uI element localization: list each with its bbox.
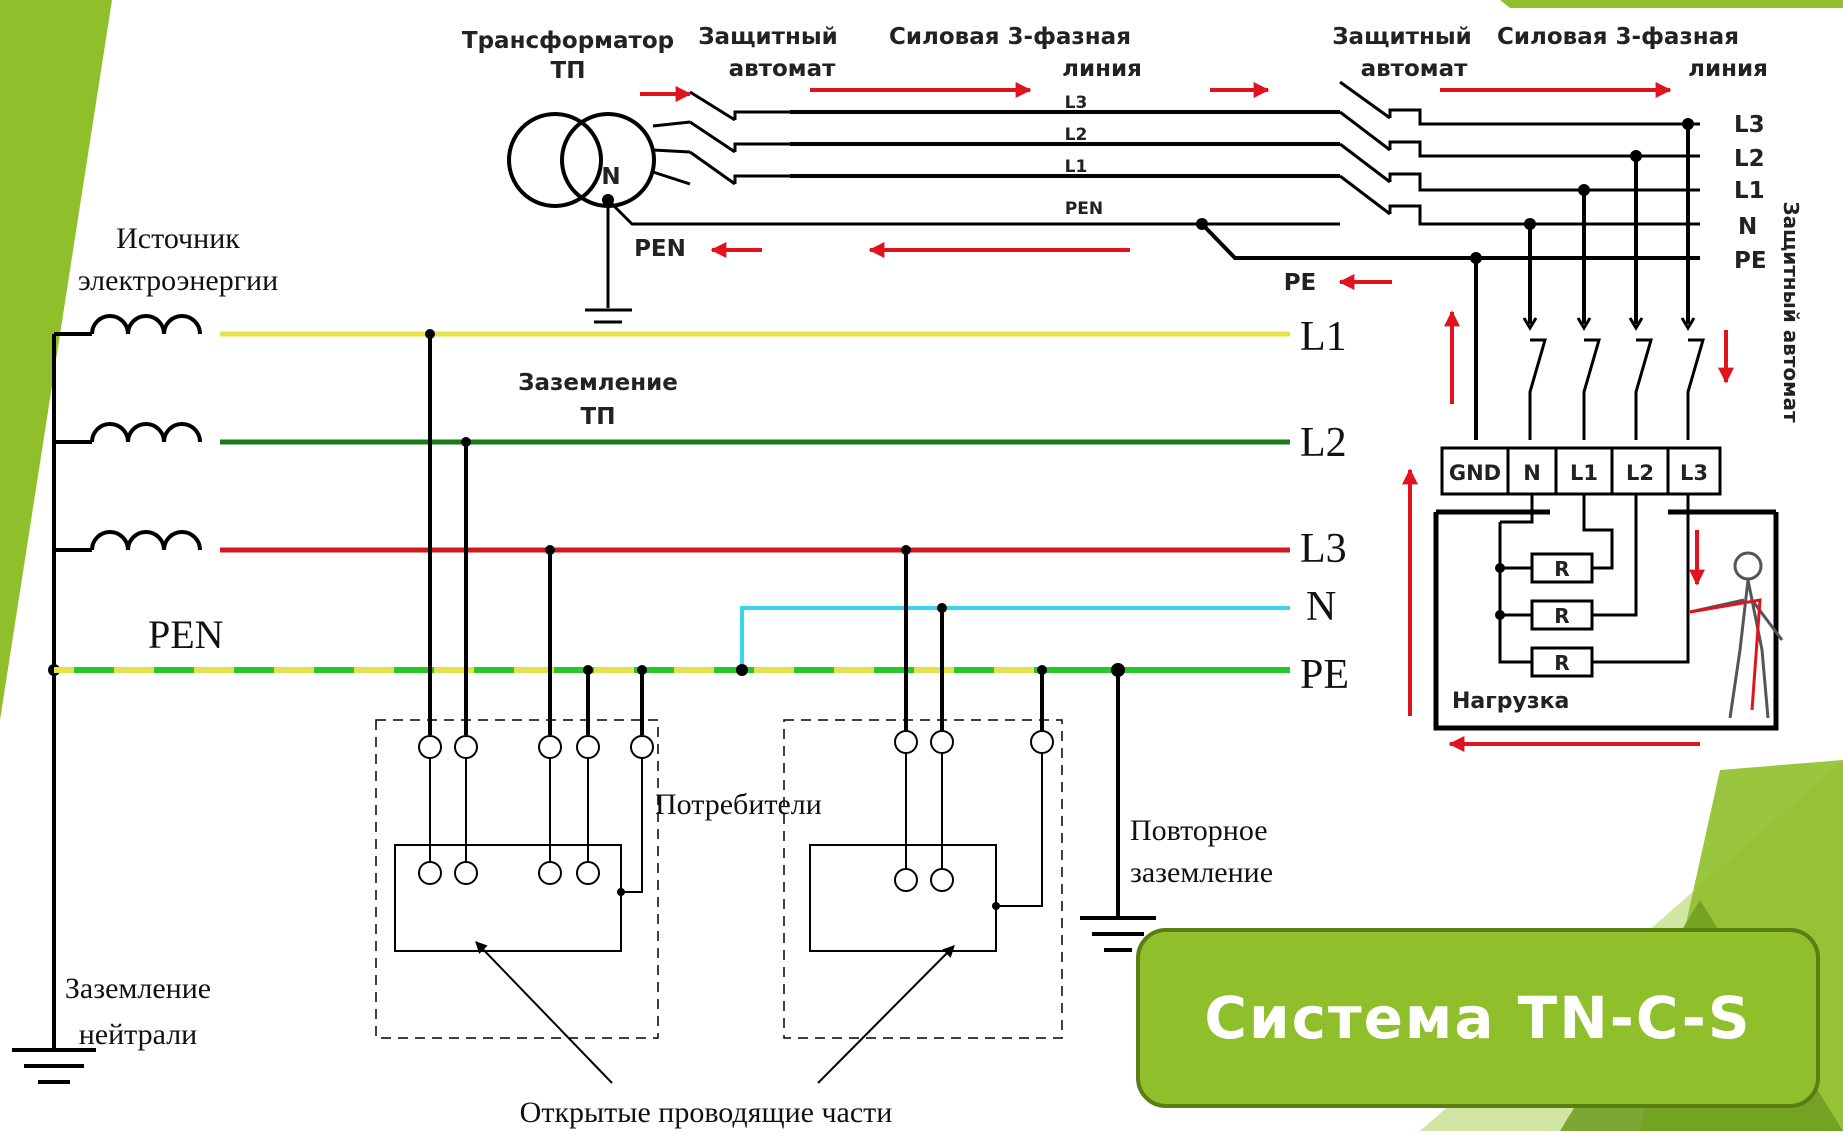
resistor-3-label: R — [1554, 651, 1569, 675]
breaker-1-contacts — [689, 90, 736, 186]
end-l1-label: L1 — [1734, 178, 1765, 204]
terminal-n: N — [1523, 461, 1541, 485]
transformer-label-2: ТП — [551, 58, 586, 84]
bottom-labels: Источник электроэнергии L1 L2 L3 N PE PE… — [65, 222, 1349, 1129]
transformer-winding-1 — [507, 112, 603, 208]
resistor-2-label: R — [1554, 604, 1569, 628]
neutral-ground-label: Заземление — [65, 972, 211, 1005]
system-title-badge: Система TN-C-S — [1136, 928, 1820, 1108]
breaker-2-label-2: автомат — [1361, 56, 1469, 82]
end-l3-label: L3 — [1734, 112, 1765, 138]
top-phase-lines — [790, 110, 1340, 178]
consumer-2 — [783, 545, 1063, 1039]
bottom-diagram — [12, 314, 1290, 1084]
bus-n — [740, 606, 1290, 670]
end-pe-label: PE — [1734, 248, 1767, 274]
re-ground-label-2: заземление — [1130, 856, 1273, 889]
source-windings — [12, 314, 202, 1084]
load-label: Нагрузка — [1452, 689, 1569, 714]
terminal-l1: L1 — [1570, 461, 1598, 485]
wire-pen-label: PEN — [1065, 199, 1103, 219]
tp-ground-label-2: ТП — [581, 404, 616, 430]
pe-branch — [1200, 222, 1700, 260]
re-ground-label: Повторное — [1130, 814, 1268, 847]
bus-l2-label: L2 — [1300, 420, 1347, 466]
top-labels: Трансформатор ТП Защитный автомат Силова… — [462, 24, 1803, 714]
transformer-label: Трансформатор — [462, 28, 674, 54]
consumers-label: Потребители — [655, 788, 822, 821]
pen-return-label: PEN — [634, 236, 686, 262]
line-2-label: Силовая 3-фазная — [1497, 24, 1739, 50]
system-title: Система TN-C-S — [1204, 984, 1752, 1052]
person-figure — [1689, 551, 1784, 719]
breaker-2-contacts — [1339, 80, 1391, 216]
wire-l1-label: L1 — [1065, 157, 1088, 177]
line-2-label-2: линия — [1688, 56, 1768, 82]
breaker-3-contacts — [1522, 317, 1705, 440]
bus-n-label: N — [1306, 584, 1336, 630]
re-ground-symbol — [1080, 663, 1156, 952]
source-label: Источник — [116, 222, 240, 255]
consumer-1 — [375, 329, 659, 1039]
pen-label: PEN — [148, 612, 224, 657]
load-resistors — [1495, 494, 1690, 678]
load-enclosure — [1433, 512, 1779, 731]
current-arrows — [640, 82, 1762, 752]
breaker-1-label: Защитный — [698, 24, 838, 50]
resistor-1-label: R — [1554, 557, 1569, 581]
bus-pe-label: PE — [1300, 652, 1349, 698]
wire-l2-label: L2 — [1065, 125, 1088, 145]
terminal-gnd: GND — [1449, 461, 1501, 485]
terminal-l2: L2 — [1626, 461, 1654, 485]
tp-ground-symbol — [585, 308, 632, 336]
end-n-label: N — [1738, 214, 1757, 240]
open-parts-pointers — [475, 941, 955, 1084]
tp-ground-label: Заземление — [518, 370, 678, 396]
breaker-3-label: Защитный автомат — [1779, 201, 1803, 423]
transformer-winding-2 — [560, 112, 656, 208]
neutral-ground-label-2: нейтрали — [79, 1018, 198, 1051]
bus-l3-label: L3 — [1300, 526, 1347, 572]
neutral-ground-symbol — [12, 1048, 96, 1084]
breaker-1-label-2: автомат — [729, 56, 837, 82]
line-1-label-2: линия — [1062, 56, 1142, 82]
bus-l1-label: L1 — [1300, 314, 1347, 360]
terminal-l3: L3 — [1680, 461, 1708, 485]
end-l2-label: L2 — [1734, 146, 1765, 172]
line-1-label: Силовая 3-фазная — [889, 24, 1131, 50]
pe-return-label: PE — [1284, 270, 1317, 296]
breaker-2-label: Защитный — [1332, 24, 1472, 50]
top-diagram — [507, 80, 1784, 731]
wire-l3-label: L3 — [1065, 93, 1088, 113]
winding-n-label: N — [601, 164, 620, 190]
open-parts-label: Открытые проводящие части — [520, 1096, 893, 1129]
source-label-2: электроэнергии — [78, 264, 278, 297]
